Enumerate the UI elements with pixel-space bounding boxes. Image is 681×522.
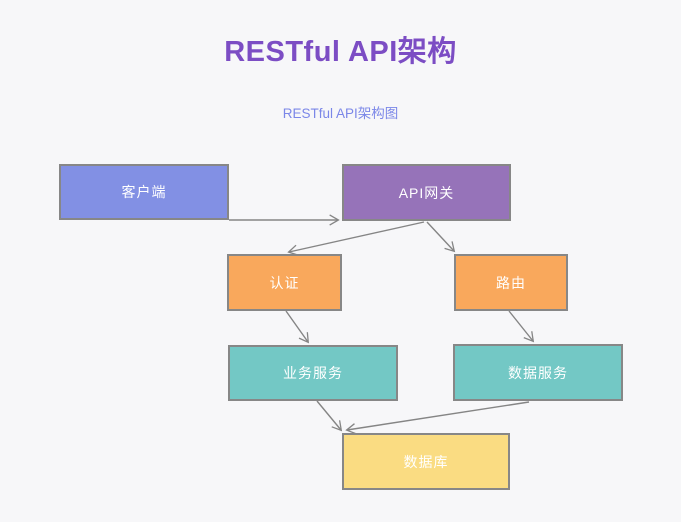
node-auth: 认证 (227, 254, 342, 311)
node-data-service: 数据服务 (453, 344, 623, 401)
diagram-caption: RESTful API架构图 (282, 106, 399, 121)
edge-api-gateway-to-auth (287, 221, 425, 256)
node-database: 数据库 (342, 433, 510, 490)
node-route: 路由 (454, 254, 568, 311)
page-title: RESTful API架构 (224, 36, 457, 68)
edge-route-to-data-service (508, 310, 535, 343)
edge-auth-to-business-service (285, 310, 310, 344)
edge-data-service-to-database (345, 401, 530, 435)
edge-business-service-to-database (316, 400, 343, 432)
edge-api-gateway-to-route (426, 221, 456, 253)
node-api-gateway: API网关 (342, 164, 511, 221)
node-client: 客户端 (59, 164, 229, 220)
node-business-service: 业务服务 (228, 345, 398, 401)
